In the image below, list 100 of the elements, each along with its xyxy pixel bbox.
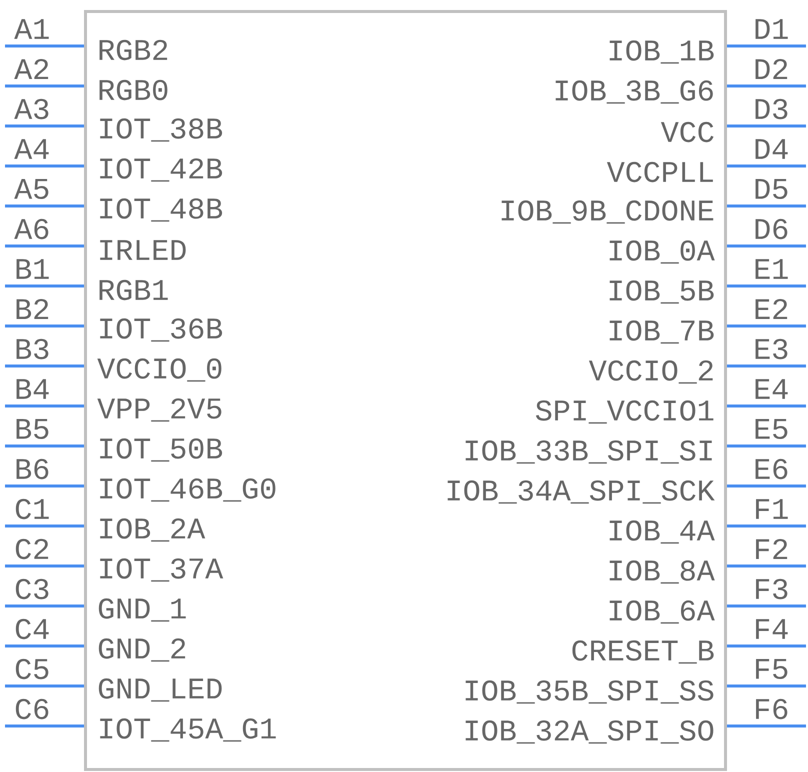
pin-number: C5 [16, 658, 48, 680]
pin-line [5, 644, 84, 648]
pin-number: E2 [756, 298, 788, 320]
pin-name: GND_2 [98, 638, 186, 662]
pin-line [727, 684, 806, 688]
pin-line [5, 324, 84, 328]
pin-line [727, 724, 806, 728]
pin-name: IOB_32A_SPI_SO [466, 720, 714, 744]
pin-line [5, 404, 84, 408]
pin-number: F6 [756, 698, 788, 720]
pin-line [727, 484, 806, 488]
pin-line [727, 324, 806, 328]
pin-name: IOB_6A [610, 600, 715, 624]
pin-line [5, 604, 84, 608]
pin-name: RGB2 [100, 40, 168, 60]
pin-name: IOB_5B [610, 280, 714, 304]
pin-number: A4 [14, 139, 49, 159]
pin-name: IOB_2A [100, 518, 206, 542]
pin-name: GND_LED [98, 678, 222, 702]
pin-name: IOB_33B_SPI_SI [466, 440, 712, 464]
pin-line [5, 84, 84, 88]
pin-line [727, 164, 806, 168]
pin-number: A2 [14, 58, 48, 80]
pin-number: B4 [16, 379, 49, 399]
pin-name: IRLED [100, 240, 186, 260]
pin-number: E4 [756, 379, 788, 399]
pin-line [727, 204, 806, 208]
pin-name: IOT_48B [100, 198, 222, 222]
pin-name: GND_1 [98, 598, 186, 622]
pin-name: VPP_2V5 [97, 398, 222, 422]
pin-line [727, 404, 806, 408]
pin-line [5, 484, 84, 488]
pin-name: IOT_36B [100, 318, 222, 342]
pin-number: E6 [756, 458, 788, 480]
pin-number: B1 [16, 259, 49, 279]
pin-number: A1 [14, 19, 49, 39]
pin-number: C6 [16, 698, 48, 720]
pin-number: B5 [16, 418, 48, 440]
pin-number: A5 [14, 178, 48, 200]
pin-line [727, 244, 806, 248]
pin-name: IOT_45A_G1 [100, 718, 276, 742]
pin-name: IOT_42B [100, 158, 222, 182]
pin-number: C2 [16, 538, 48, 560]
pin-name: IOT_46B_G0 [100, 478, 276, 502]
pin-name: IOB_9B_CDONE [502, 200, 714, 224]
pin-number: E5 [756, 418, 788, 440]
pin-line [5, 524, 84, 528]
pin-line [727, 84, 806, 88]
pin-line [727, 524, 806, 528]
pin-name: IOB_35B_SPI_SS [466, 680, 714, 704]
pin-number: B3 [16, 338, 48, 360]
pin-number: D1 [756, 19, 788, 39]
pin-number: C1 [16, 498, 49, 520]
pin-line [5, 284, 84, 288]
ic-body [84, 10, 727, 771]
pin-line [727, 604, 806, 608]
pin-name: IOB_0A [610, 240, 715, 264]
pin-line [5, 204, 84, 208]
pin-name: IOB_4A [610, 520, 715, 544]
pin-name: CRESET_B [572, 640, 714, 664]
pin-number: D2 [756, 58, 788, 80]
pin-number: B2 [16, 298, 48, 320]
pin-name: IOT_50B [100, 438, 222, 462]
pin-number: D6 [756, 218, 788, 240]
pin-name: IOT_37A [100, 558, 224, 582]
pin-line [5, 44, 84, 48]
pin-line [5, 364, 84, 368]
pin-line [5, 164, 84, 168]
pin-name: IOB_8A [610, 560, 715, 584]
pin-name: VCCPLL [606, 162, 713, 182]
pin-line [5, 444, 84, 448]
pin-number: D4 [756, 139, 788, 159]
pin-name: IOB_1B [610, 40, 714, 64]
pin-line [5, 684, 84, 688]
pin-name: VCCIO_0 [97, 358, 222, 382]
pin-number: F1 [756, 499, 788, 519]
pin-name: VCC [660, 122, 714, 142]
pin-name: VCCIO_2 [588, 360, 713, 384]
pin-line [727, 124, 806, 128]
pin-line [727, 364, 806, 368]
pin-line [5, 244, 84, 248]
pin-line [5, 124, 84, 128]
pin-line [5, 564, 84, 568]
pin-name: RGB0 [100, 80, 168, 100]
pin-name: SPI_VCCIO1 [536, 400, 714, 424]
pin-number: E3 [756, 338, 788, 360]
pin-line [727, 44, 806, 48]
pin-number: C3 [16, 578, 48, 600]
pin-number: F4 [756, 619, 788, 639]
pin-name: IOT_38B [100, 118, 222, 142]
pin-line [727, 284, 806, 288]
pin-number: F3 [756, 578, 788, 600]
pin-name: RGB1 [100, 280, 168, 300]
pin-number: F5 [756, 658, 788, 680]
pin-number: E1 [756, 259, 788, 279]
pin-name: IOB_3B_G6 [556, 80, 713, 104]
pin-number: F2 [756, 538, 788, 560]
pin-number: C4 [16, 618, 49, 640]
pin-line [727, 644, 806, 648]
pin-number: A3 [14, 98, 48, 120]
